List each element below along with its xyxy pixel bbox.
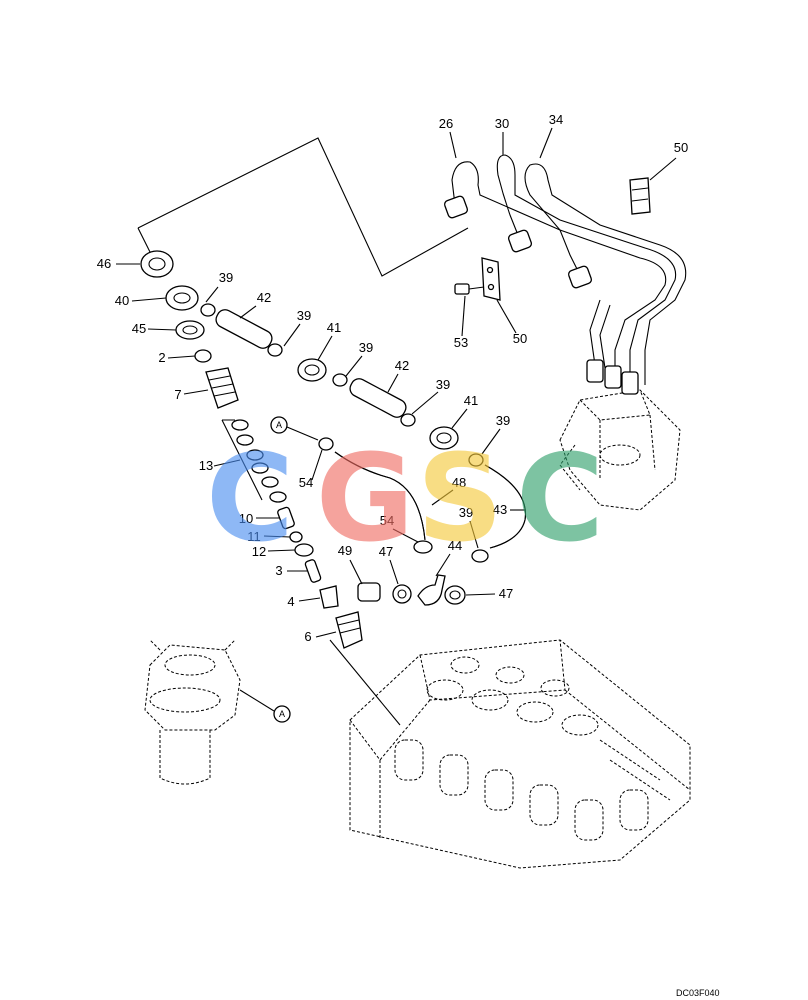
- callout-43: 43: [493, 502, 507, 517]
- reference-marker-top: A: [270, 416, 319, 441]
- callout-11: 11: [247, 529, 261, 544]
- leader-line: [451, 408, 468, 429]
- watermark-letter: C: [516, 430, 604, 569]
- callout-30: 30: [495, 116, 509, 131]
- callout-39: 39: [359, 340, 373, 355]
- callout-41: 41: [464, 393, 478, 408]
- leader-line: [387, 373, 399, 393]
- callout-4: 4: [287, 594, 294, 609]
- fuel-filter-outline: [144, 639, 241, 785]
- leader-line: [283, 323, 301, 347]
- injector-stack: [140, 250, 363, 649]
- clamp-bracket-and-bolt: [454, 257, 501, 301]
- leader-line: [435, 553, 451, 577]
- leader-line: [167, 355, 196, 359]
- callout-54: 54: [380, 513, 394, 528]
- return-hoses: [318, 437, 527, 606]
- engine-block-outline: [349, 639, 691, 869]
- leader-line: [389, 559, 399, 585]
- callout-6: 6: [304, 629, 311, 644]
- leader-line: [298, 597, 321, 602]
- leader-line: [315, 631, 337, 638]
- callout-44: 44: [448, 538, 462, 553]
- callout-50: 50: [513, 331, 527, 346]
- callout-10: 10: [239, 511, 253, 526]
- leader-line: [465, 593, 496, 596]
- callout-54: 54: [299, 475, 313, 490]
- callout-42: 42: [395, 358, 409, 373]
- callout-41: 41: [327, 320, 341, 335]
- leader-line: [311, 449, 323, 481]
- callout-3: 3: [275, 563, 282, 578]
- injection-pump-outline: [559, 389, 681, 511]
- leader-line: [649, 157, 677, 181]
- reference-marker-bottom: A: [239, 689, 291, 723]
- leader-line: [147, 328, 177, 331]
- callout-47: 47: [379, 544, 393, 559]
- reference-marker-bottom-label: A: [279, 709, 285, 719]
- leader-line: [317, 335, 333, 361]
- callout-12: 12: [252, 544, 266, 559]
- leader-line: [131, 297, 167, 302]
- callout-46: 46: [97, 256, 111, 271]
- callout-13: 13: [199, 458, 213, 473]
- leader-line: [449, 131, 457, 159]
- callout-39: 39: [459, 505, 473, 520]
- leader-line: [205, 286, 219, 303]
- leader-line: [539, 127, 553, 159]
- reference-marker-top-label: A: [276, 420, 282, 430]
- leader-line: [263, 535, 291, 538]
- callout-39: 39: [297, 308, 311, 323]
- callout-40: 40: [115, 293, 129, 308]
- leader-line: [431, 489, 454, 506]
- callout-39: 39: [436, 377, 450, 392]
- injection-pipes: [444, 154, 687, 395]
- callout-45: 45: [132, 321, 146, 336]
- leader-line: [481, 428, 501, 455]
- callout-39: 39: [496, 413, 510, 428]
- callout-39: 39: [219, 270, 233, 285]
- leader-line: [461, 295, 466, 337]
- watermark-letter: G: [316, 430, 415, 569]
- pipe-clamp: [629, 177, 651, 215]
- drawing-code: DC03F040: [676, 988, 720, 998]
- callout-42: 42: [257, 290, 271, 305]
- callout-2: 2: [158, 350, 165, 365]
- callout-49: 49: [338, 543, 352, 558]
- leader-line: [183, 389, 209, 395]
- leader-line: [411, 391, 439, 415]
- leader-line: [392, 528, 419, 543]
- callout-26: 26: [439, 116, 453, 131]
- leak-off-line: [200, 303, 484, 467]
- callout-53: 53: [454, 335, 468, 350]
- watermark-letter: C: [206, 430, 294, 569]
- callout-7: 7: [174, 387, 181, 402]
- callout-48: 48: [452, 475, 466, 490]
- leader-line: [496, 299, 517, 334]
- callout-50: 50: [674, 140, 688, 155]
- leader-line: [349, 559, 363, 585]
- leader-line: [469, 520, 479, 549]
- leader-line: [345, 355, 363, 377]
- leader-line: [239, 305, 257, 319]
- callout-47: 47: [499, 586, 513, 601]
- watermark-letter: S: [417, 430, 503, 569]
- callout-34: 34: [549, 112, 563, 127]
- leader-line: [213, 459, 241, 467]
- leader-line: [267, 549, 296, 552]
